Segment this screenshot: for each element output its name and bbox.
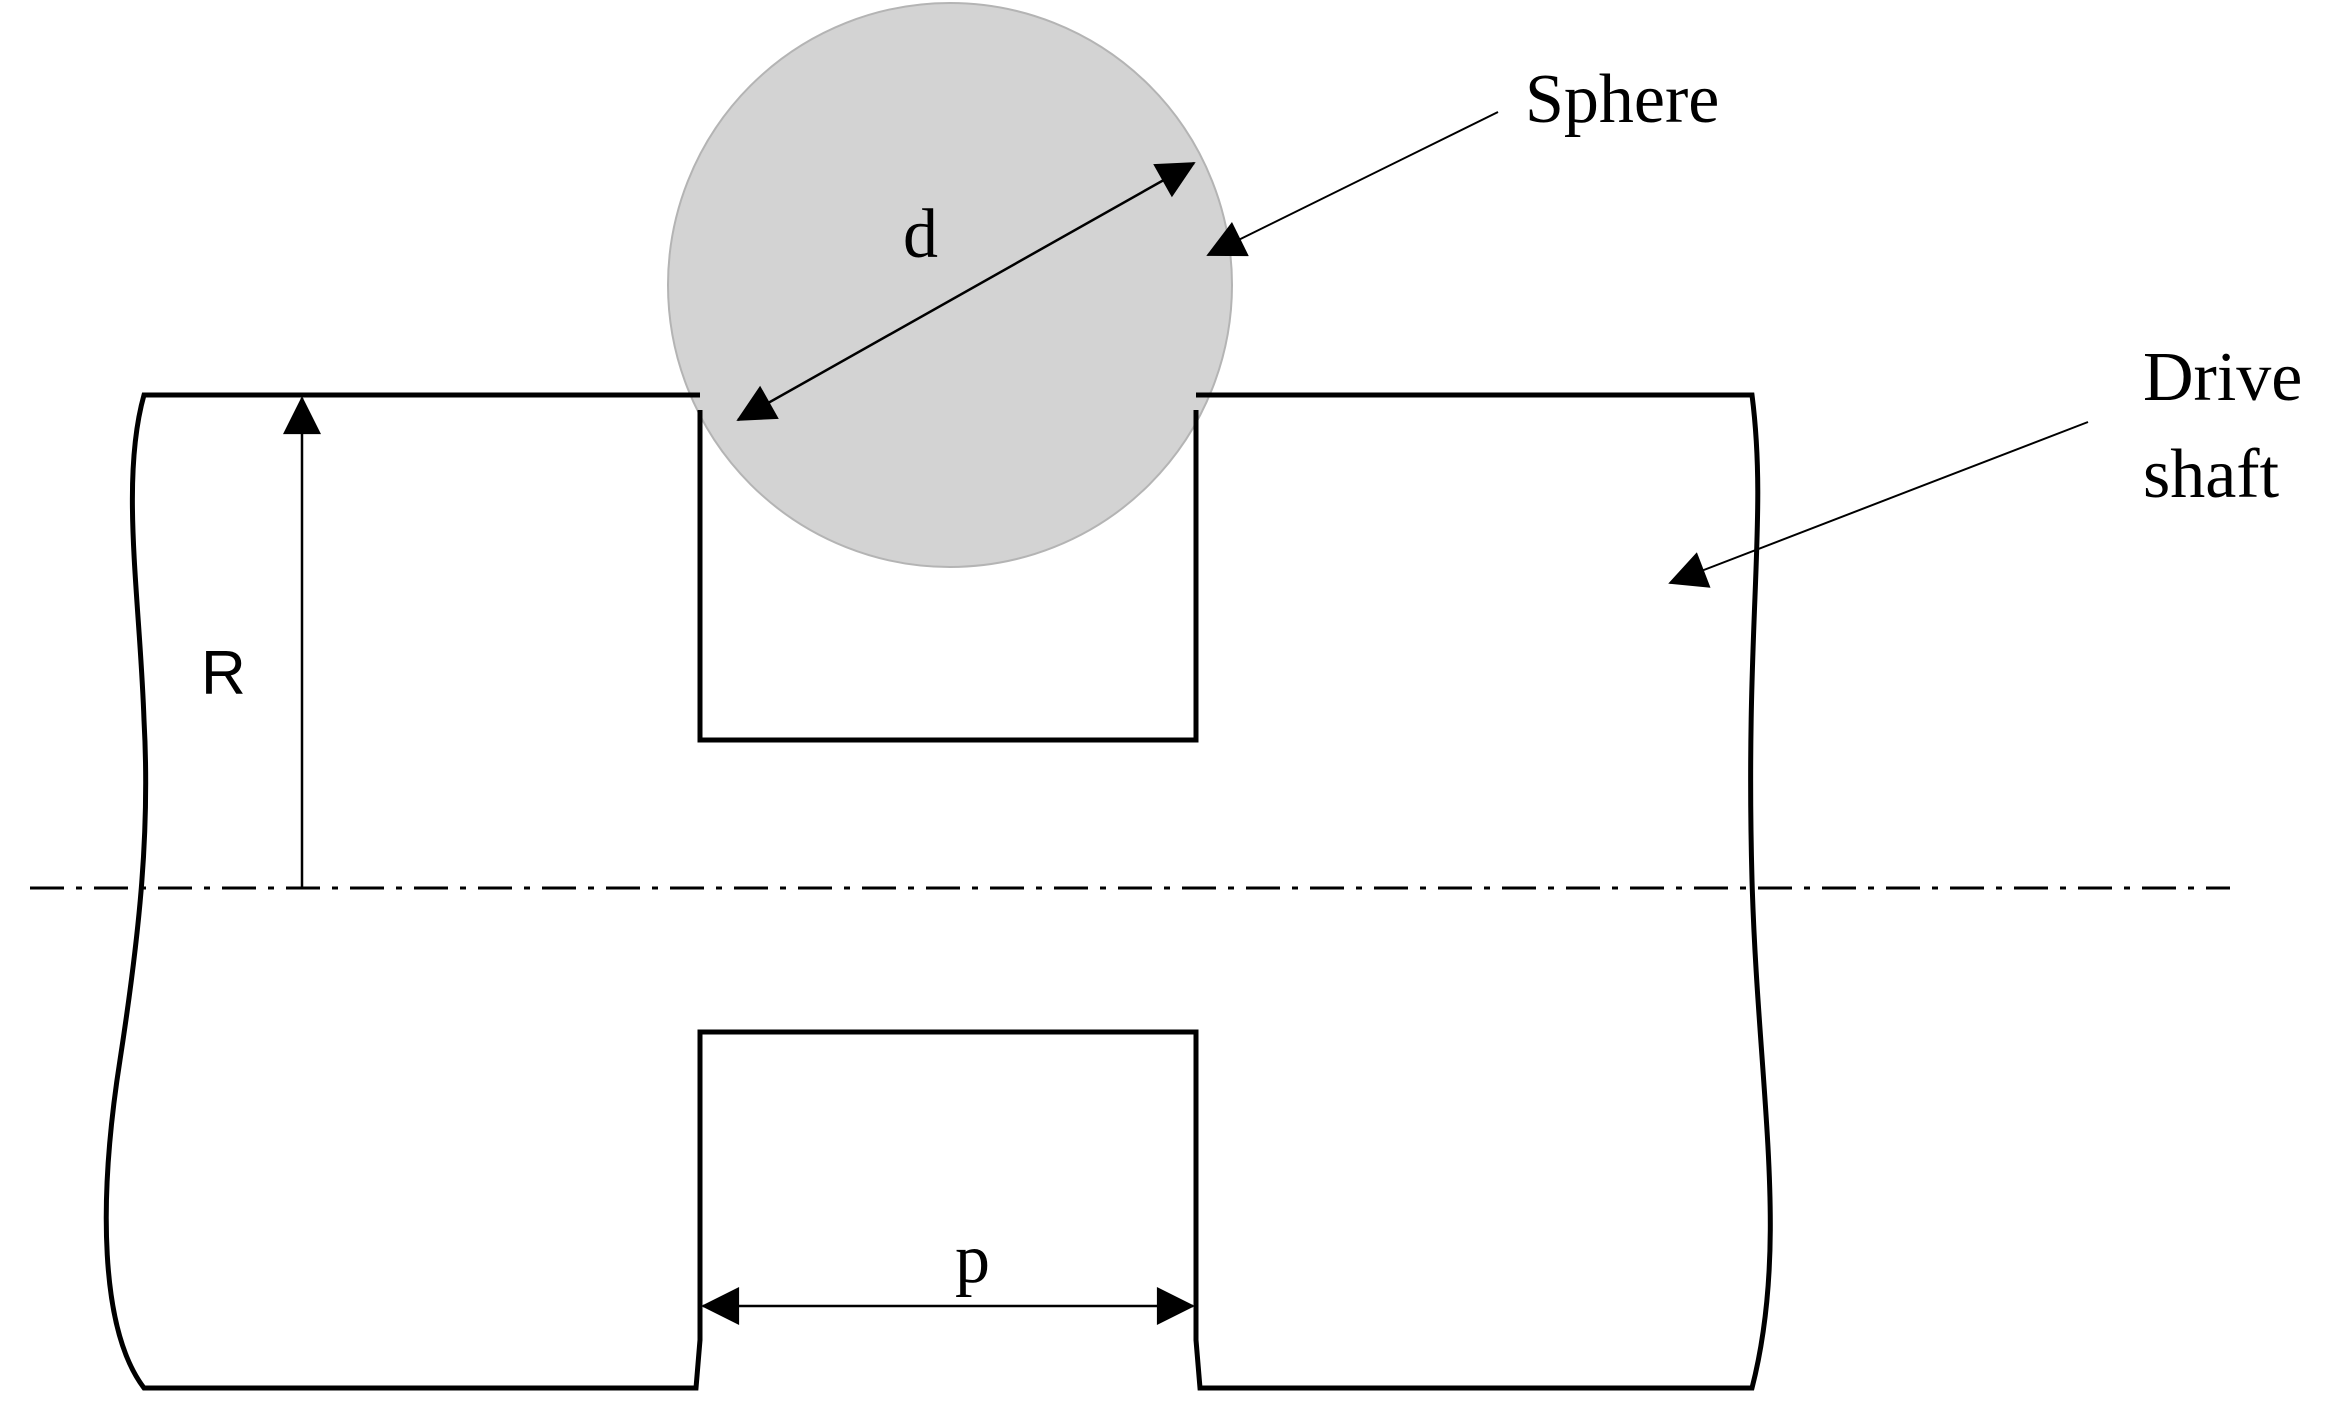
drive-shaft-leader-line bbox=[1668, 421, 2089, 588]
pitch-label: p bbox=[955, 1221, 990, 1298]
shaft-outline bbox=[103, 392, 1773, 1391]
drive-shaft-label-line1: Drive bbox=[2143, 339, 2302, 416]
sphere-label: Sphere bbox=[1525, 61, 1719, 138]
drive-shaft-label-line2: shaft bbox=[2143, 436, 2280, 513]
diameter-label: d bbox=[903, 196, 938, 273]
sphere-leader-line bbox=[1206, 111, 1499, 257]
radius-label: R bbox=[201, 639, 246, 708]
sphere bbox=[667, 2, 1233, 568]
diameter-dimension-line bbox=[736, 161, 1196, 422]
